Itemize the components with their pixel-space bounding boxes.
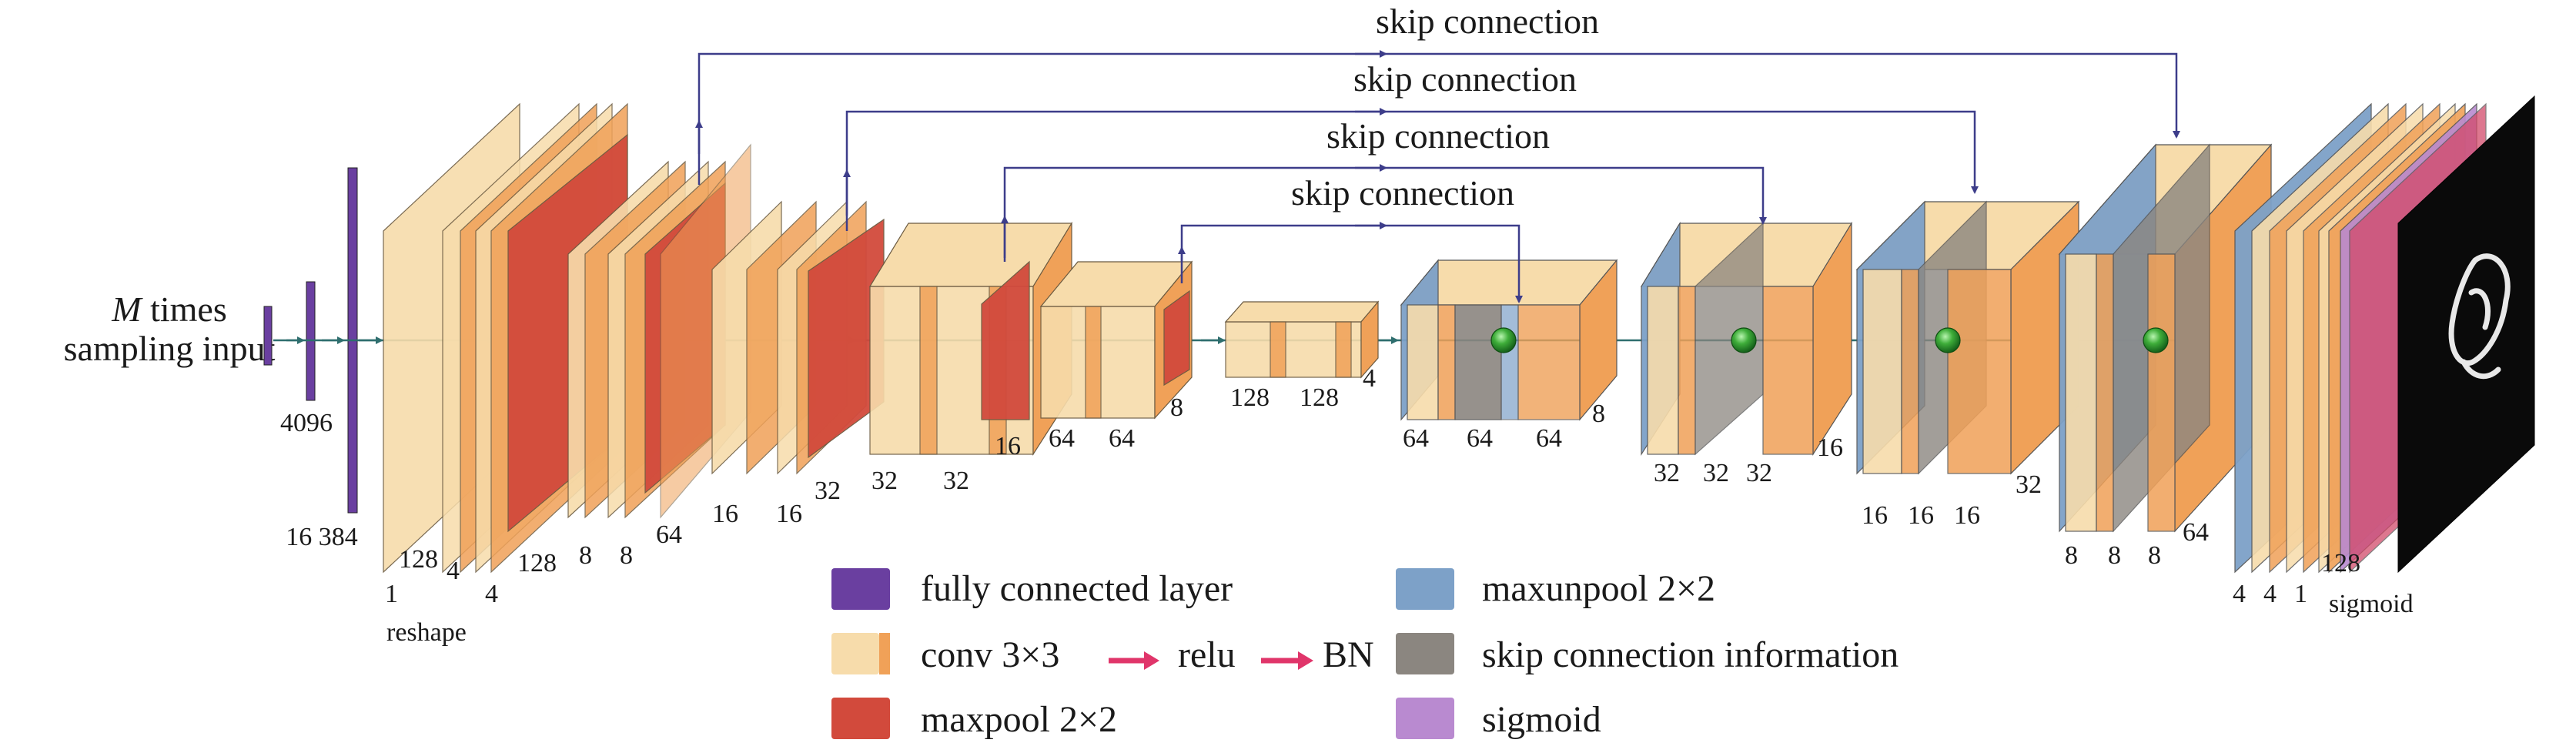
dim-d4-c1: 8 [2065,541,2078,570]
legend-maxunpool-text: maxunpool 2×2 [1482,568,1715,609]
dim-d5-c1: 4 [2233,580,2246,608]
dim-e5-c1: 64 [1049,424,1075,453]
dim-e5-c2: 64 [1109,424,1135,453]
dim-e2-size: 64 [656,520,682,549]
reshape-label: reshape [386,618,467,647]
skip-connections [695,50,2180,303]
dim-e1-c3: 4 [485,580,498,608]
skip-label-4: skip connection [1291,173,1514,213]
dim-d2-c2: 32 [1703,459,1729,487]
legend-maxpool-swatch [831,698,890,739]
dim-e3-c1: 16 [712,500,738,528]
dim-d2-c1: 32 [1654,459,1680,487]
skip-label-3: skip connection [1326,116,1550,156]
dim-e2-c1: 8 [579,541,592,570]
dim-d5-c3: 1 [2294,580,2307,608]
dim-d3-c1: 16 [1862,501,1888,530]
dim-d2-c3: 32 [1746,459,1772,487]
legend-arrow-2-icon [1261,651,1313,670]
dim-e1-size2: 128 [517,549,557,577]
encoder-stage-5 [1039,260,1193,420]
dim-e3-size: 32 [815,477,841,505]
skip-label-2: skip connection [1353,59,1577,99]
dim-d3-c3: 16 [1954,501,1980,530]
dim-d1-c3: 64 [1536,424,1562,453]
legend-conv-text: conv 3×3 [921,634,1059,675]
concat-node-2 [1731,327,1757,353]
legend-fc-text: fully connected layer [921,568,1233,609]
input-label: M times sampling input [64,290,276,368]
legend-skip-info-swatch [1396,633,1454,674]
decoder-stage-3 [1855,200,2080,475]
decoder-stage-1 [1400,259,1618,421]
dim-e5-size: 8 [1170,393,1183,422]
legend-bn-text: BN [1323,634,1374,675]
dim-b-size: 4 [1363,364,1376,393]
dim-e2-c2: 8 [620,541,633,570]
legend-conv-swatch-dark [879,633,890,674]
dim-d4-c2: 8 [2108,541,2121,570]
concat-node-1 [1490,327,1517,353]
dim-d3-c2: 16 [1908,501,1934,530]
encoder-stage-3 [711,200,885,475]
dim-e1-size: 128 [399,545,438,574]
dim-e1-c2: 4 [447,557,460,585]
dimension-labels: 1 128 4 4 128 8 8 64 16 16 32 32 32 16 6… [385,364,2360,608]
legend-maxunpool-swatch [1396,568,1454,610]
legend-sigmoid-swatch [1396,698,1454,739]
fc-size-4096: 4096 [280,409,333,437]
dim-e3-c2: 16 [776,500,802,528]
dim-d5-c2: 4 [2263,580,2277,608]
dim-b-c2: 128 [1300,383,1339,412]
skip-line-1 [698,52,2180,185]
dim-b-c1: 128 [1230,383,1270,412]
legend-conv-swatch [831,633,879,674]
dim-d2-size: 16 [1817,433,1843,462]
concat-node-3 [1935,327,1961,353]
dim-e4-size: 16 [995,432,1021,460]
fc-input-bar [263,306,273,366]
dim-d1-c2: 64 [1467,424,1493,453]
concat-node-4 [2143,327,2169,353]
decoder-stage-4 [2058,143,2273,533]
dim-e4-c1: 32 [871,467,898,495]
legend-fc-swatch [831,568,890,610]
skip-label-1: skip connection [1376,2,1599,41]
dim-e4-c2: 32 [943,467,969,495]
legend-arrow-1-icon [1109,651,1159,670]
dim-d1-c1: 64 [1403,424,1429,453]
legend-maxpool-text: maxpool 2×2 [921,699,1117,740]
output-digit-icon [2448,253,2511,380]
dim-d4-size: 64 [2183,518,2209,547]
legend: fully connected layer conv 3×3 relu BN m… [831,568,1899,740]
bottleneck-block [1224,300,1380,379]
dim-d4-c3: 8 [2148,541,2161,570]
output-image [2397,95,2535,574]
fc-size-16384: 16 384 [286,523,358,551]
legend-skip-info-text: skip connection information [1482,634,1899,675]
input-times-text: times [142,290,227,329]
fc-layers: 4096 16 384 [263,167,358,551]
input-m-symbol: M [111,290,143,329]
dim-d1-size: 8 [1592,400,1605,428]
skip-labels: skip connection skip connection skip con… [1291,2,1599,213]
legend-sigmoid-text: sigmoid [1482,699,1601,740]
dim-d3-size: 32 [2016,470,2042,499]
svg-text:M times: M times [111,290,227,329]
encoder-stage-4 [868,221,1073,457]
decoder-stage-2 [1640,221,1853,457]
dim-e1-channels: 1 [385,580,398,608]
legend-relu-text: relu [1178,634,1236,675]
input-sampling-text: sampling input [64,329,276,368]
sigmoid-output-label: sigmoid [2329,590,2414,618]
dim-d5-size: 128 [2321,549,2360,577]
